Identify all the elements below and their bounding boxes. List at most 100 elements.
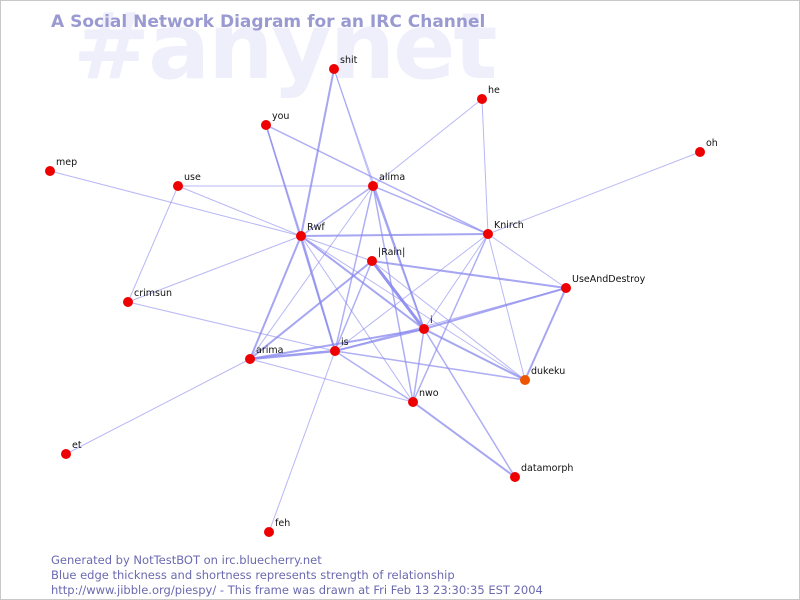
node-label: datamorph — [521, 463, 573, 474]
edge-alima-rwf — [300, 185, 374, 237]
edge-rwf-dukeku — [300, 235, 526, 381]
node-he: he — [477, 85, 500, 104]
node-arima: arima — [245, 345, 283, 364]
edge-he-knirch — [481, 98, 489, 235]
edge-shit-rwf — [300, 68, 335, 237]
node-datamorph: datamorph — [510, 463, 573, 482]
node-dot — [477, 94, 487, 104]
edge-alima-i — [372, 185, 425, 330]
edge-knirch-is — [334, 233, 489, 352]
node-label: |Rain| — [378, 247, 405, 258]
edge-rain-i — [370, 260, 426, 330]
node-is: is — [330, 337, 349, 356]
node-dot — [61, 449, 71, 459]
node-nwo: nwo — [408, 388, 439, 407]
edge-is-feh — [268, 350, 336, 533]
node-label: use — [184, 172, 201, 183]
diagram-title: A Social Network Diagram for an IRC Chan… — [51, 12, 486, 32]
edge-arima-et — [65, 358, 251, 455]
node-dot — [123, 297, 133, 307]
node-dukeku: dukeku — [520, 366, 565, 385]
node-feh: feh — [264, 518, 290, 537]
node-dot — [520, 375, 530, 385]
edge-i-arima — [249, 328, 425, 360]
node-label: et — [72, 440, 82, 451]
footer-legend-note: Blue edge thickness and shortness repres… — [51, 568, 455, 582]
edges-layer — [49, 68, 701, 533]
edge-use-rwf — [177, 185, 302, 237]
edge-rain-useanddestroy — [371, 260, 567, 289]
node-dot — [367, 256, 377, 266]
edge-rain-is — [334, 260, 373, 352]
edge-mep-rwf — [49, 170, 302, 237]
edge-useanddestroy-dukeku — [524, 287, 567, 381]
node-use: use — [173, 172, 201, 191]
node-dot — [483, 229, 493, 239]
edge-crimsun-is — [127, 301, 336, 352]
node-rwf: Rwf — [296, 222, 325, 241]
node-label: UseAndDestroy — [572, 274, 646, 285]
node-dot — [408, 397, 418, 407]
node-useanddestroy: UseAndDestroy — [561, 274, 646, 293]
node-et: et — [61, 440, 82, 459]
node-label: shit — [340, 55, 358, 66]
node-shit: shit — [329, 55, 358, 74]
edge-rain-arima — [249, 260, 373, 360]
node-dot — [695, 147, 705, 157]
node-label: Knirch — [494, 220, 524, 231]
node-label: alima — [379, 172, 405, 183]
node-mep: mep — [45, 157, 77, 176]
edge-oh-knirch — [487, 151, 701, 235]
edge-i-datamorph — [423, 328, 516, 478]
node-label: you — [272, 111, 289, 122]
node-label: i — [430, 315, 433, 326]
node-you: you — [261, 111, 289, 130]
node-label: dukeku — [531, 366, 565, 377]
node-label: oh — [706, 138, 718, 149]
edge-rwf-arima — [249, 235, 302, 360]
edge-rwf-nwo — [300, 235, 414, 403]
node-dot — [561, 283, 571, 293]
node-label: mep — [56, 157, 77, 168]
node-dot — [245, 354, 255, 364]
node-dot — [368, 181, 378, 191]
edge-arima-is — [249, 349, 336, 361]
node-knirch: Knirch — [483, 220, 524, 239]
edge-rwf-rain — [300, 235, 373, 262]
edge-useanddestroy-is — [334, 287, 567, 352]
edge-knirch-i — [423, 233, 489, 330]
edge-is-nwo — [334, 350, 414, 403]
node-dot — [264, 527, 274, 537]
edge-nwo-datamorph — [412, 401, 516, 478]
edge-rwf-is — [300, 235, 336, 352]
node-label: Rwf — [307, 222, 325, 233]
footer: Generated by NotTestBOT on irc.bluecherr… — [51, 553, 543, 598]
node-crimsun: crimsun — [123, 288, 172, 307]
edge-alima-is — [334, 185, 374, 352]
node-rain: |Rain| — [367, 247, 405, 266]
node-label: arima — [256, 345, 283, 356]
edge-is-dukeku — [334, 350, 526, 381]
node-dot — [45, 166, 55, 176]
node-dot — [173, 181, 183, 191]
node-label: is — [341, 337, 349, 348]
node-label: nwo — [419, 388, 439, 399]
edge-use-crimsun — [127, 185, 179, 303]
footer-generated-by: Generated by NotTestBOT on irc.bluecherr… — [51, 553, 322, 567]
node-dot — [510, 472, 520, 482]
edge-you-knirch — [265, 124, 489, 235]
edge-i-nwo — [412, 328, 425, 403]
edge-alima-knirch — [372, 185, 489, 235]
edge-knirch-nwo — [412, 233, 489, 403]
edge-arima-nwo — [249, 358, 414, 403]
edge-knirch-useanddestroy — [487, 233, 567, 289]
node-alima: alima — [368, 172, 405, 191]
footer-url-timestamp: http://www.jibble.org/piespy/ - This fra… — [51, 583, 543, 597]
edge-alima-nwo — [372, 185, 414, 403]
edge-knirch-dukeku — [487, 233, 526, 381]
node-i: i — [419, 315, 433, 334]
edge-rwf-knirch — [300, 233, 489, 237]
edge-rwf-crimsun — [127, 235, 302, 303]
